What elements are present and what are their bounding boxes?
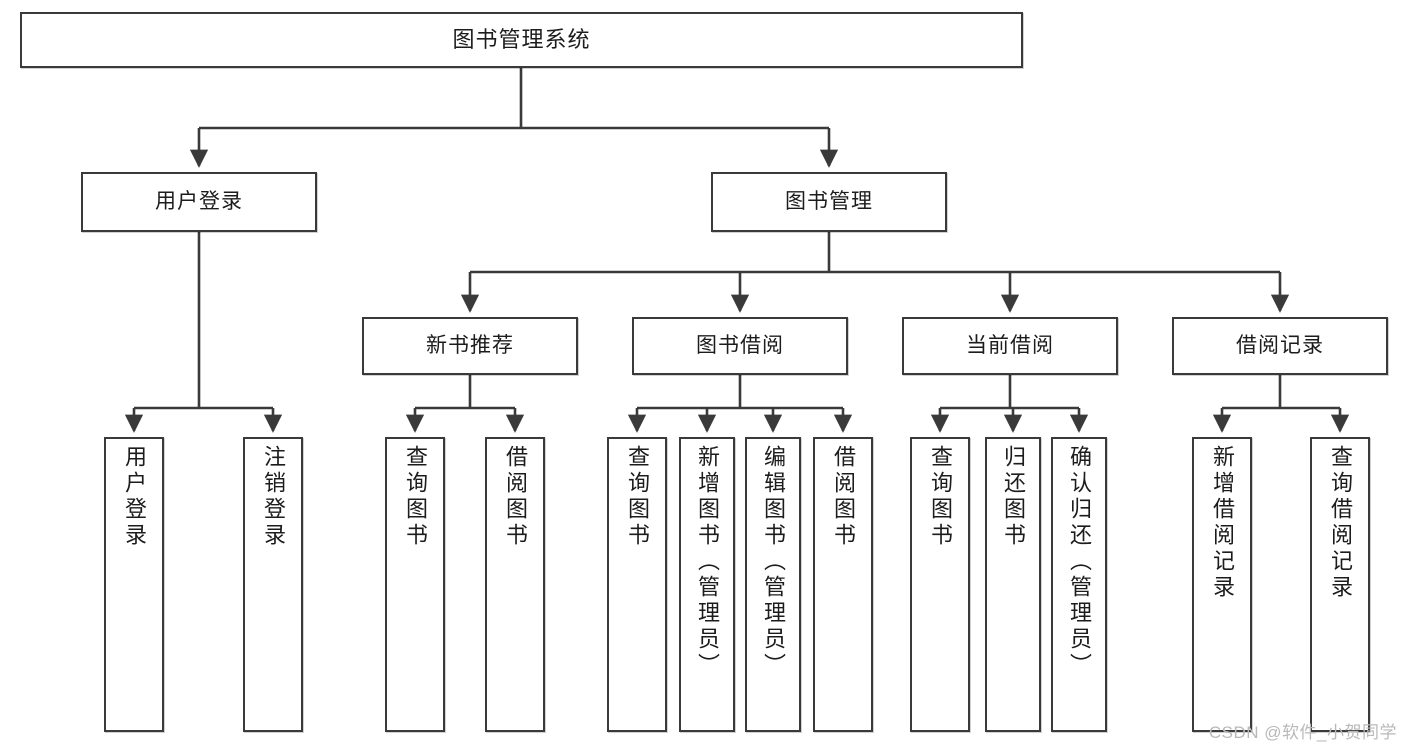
node-label: 查询图书 [928,445,953,549]
node-borrow-record[interactable]: 借阅记录 [1172,317,1388,375]
node-current-borrow[interactable]: 当前借阅 [902,317,1118,375]
node-label: 归还图书 [1001,445,1026,549]
leaf-node-confirm-return-admin[interactable]: 确认归还（管理员） [1051,437,1107,732]
leaf-node-edit-book-admin[interactable]: 编辑图书（管理员） [745,437,801,732]
csdn-watermark: CSDN @软件_小贺同学 [1208,723,1397,742]
node-new-book-recommend[interactable]: 新书推荐 [362,317,578,375]
node-label: 借阅记录 [1236,334,1324,358]
node-label: 当前借阅 [966,334,1054,358]
node-label: 确认归还（管理员） [1067,445,1092,679]
node-label: 用户登录 [122,445,147,549]
leaf-node-query-book-rec[interactable]: 查询图书 [385,437,445,732]
node-label: 新增图书（管理员） [695,445,720,679]
node-user-login[interactable]: 用户登录 [81,172,317,232]
node-book-borrow[interactable]: 图书借阅 [632,317,848,375]
leaf-node-query-book-borrow[interactable]: 查询图书 [607,437,667,732]
node-label: 编辑图书（管理员） [761,445,786,679]
node-label: 注销登录 [261,445,286,549]
leaf-node-query-borrow-record[interactable]: 查询借阅记录 [1310,437,1370,732]
node-label: 借阅图书 [831,445,856,549]
leaf-node-add-book-admin[interactable]: 新增图书（管理员） [679,437,735,732]
node-label: 图书管理 [785,190,873,214]
node-label: 借阅图书 [503,445,528,549]
leaf-node-logout[interactable]: 注销登录 [243,437,303,732]
node-label: 查询借阅记录 [1328,445,1353,601]
node-label: 新书推荐 [426,334,514,358]
leaf-node-borrow-book[interactable]: 借阅图书 [813,437,873,732]
node-label: 图书管理系统 [452,26,591,52]
leaf-node-user-login[interactable]: 用户登录 [104,437,164,732]
leaf-node-return-book[interactable]: 归还图书 [985,437,1041,732]
node-root-system[interactable]: 图书管理系统 [20,12,1023,68]
leaf-node-borrow-book-rec[interactable]: 借阅图书 [485,437,545,732]
node-label: 图书借阅 [696,334,784,358]
leaf-node-add-borrow-record[interactable]: 新增借阅记录 [1192,437,1252,732]
node-label: 新增借阅记录 [1210,445,1235,601]
node-label: 查询图书 [403,445,428,549]
node-label: 查询图书 [625,445,650,549]
leaf-node-query-book-current[interactable]: 查询图书 [910,437,970,732]
node-book-manage[interactable]: 图书管理 [711,172,947,232]
node-label: 用户登录 [155,190,243,214]
